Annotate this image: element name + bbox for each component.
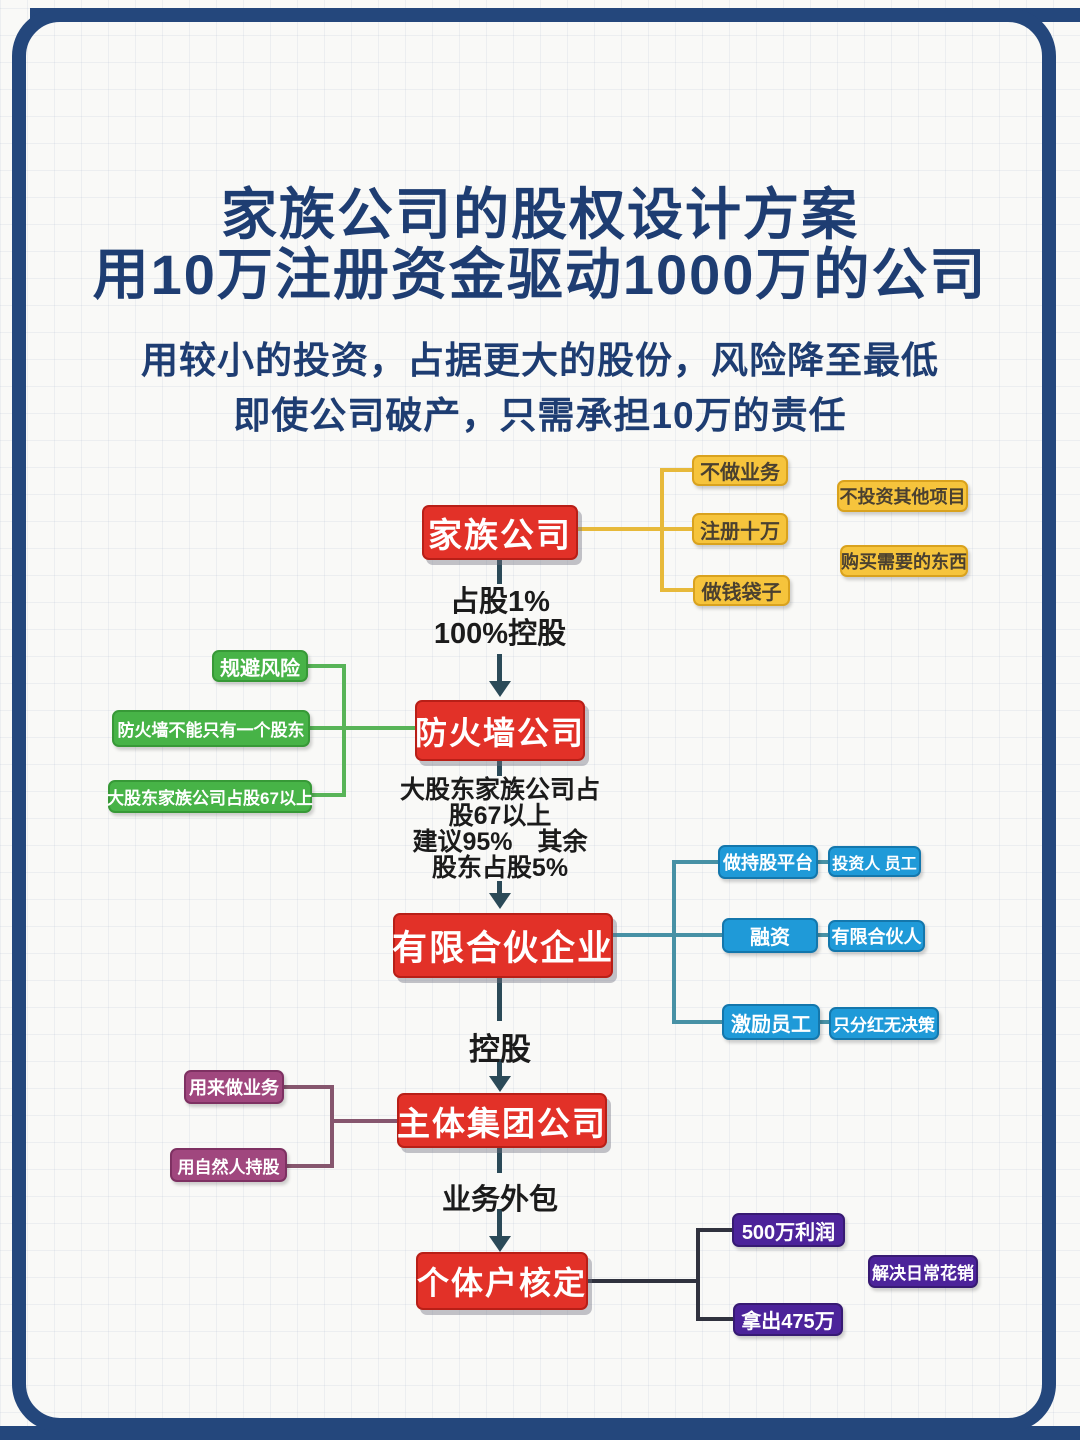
note-majority-67-percent: 大股东家族公司占股67以上 <box>107 780 313 813</box>
arrow-down-icon <box>489 1236 511 1252</box>
note-5m-profit: 500万利润 <box>732 1213 845 1247</box>
connector-line <box>334 1119 397 1123</box>
note-avoid-risk: 规避风险 <box>212 650 308 682</box>
flow-node-limited-partnership: 有限合伙企业 <box>392 913 613 978</box>
flow-node-main-group-company: 主体集团公司 <box>397 1093 607 1148</box>
note-motivate-employees: 激励员工 <box>722 1004 820 1040</box>
connector-line <box>611 933 722 937</box>
note-no-business: 不做业务 <box>692 455 788 486</box>
arrow-down-icon <box>489 681 511 697</box>
arrow-down-icon <box>489 1076 511 1092</box>
connector-line <box>285 1164 332 1168</box>
flow-node-firewall-company: 防火墙公司 <box>415 700 585 761</box>
connector-line <box>497 1148 502 1173</box>
subtitle-line2: 即使公司破产，只需承担10万的责任 <box>233 395 847 436</box>
connector-line <box>818 933 828 937</box>
flow-node-family-company: 家族公司 <box>422 505 578 560</box>
note-financing: 融资 <box>722 918 818 953</box>
page-title: 家族公司的股权设计方案 用10万注册资金驱动1000万的公司 <box>40 185 1040 305</box>
connector-line <box>672 860 676 1024</box>
edge2-line2: 股67以上 <box>448 802 552 830</box>
connector-line <box>660 468 664 592</box>
note-money-bag: 做钱袋子 <box>693 575 790 606</box>
flow-node-sole-proprietor: 个体户核定 <box>416 1252 588 1310</box>
connector-line <box>342 664 346 797</box>
connector-line <box>497 1059 502 1077</box>
connector-line <box>282 1085 334 1089</box>
page-subtitle: 用较小的投资，占据更大的股份，风险降至最低 即使公司破产，只需承担10万的责任 <box>40 333 1040 443</box>
arrow-down-icon <box>489 893 511 909</box>
edge2-line4: 股东占股5% <box>431 854 569 882</box>
note-investors-employees: 投资人 员工 <box>828 846 921 877</box>
note-dividends-no-decision: 只分红无决策 <box>829 1007 939 1040</box>
edge2-line3: 建议95% 其余 <box>412 828 588 856</box>
connector-line <box>700 1228 732 1232</box>
connector-line <box>312 793 346 797</box>
connector-line <box>578 527 692 531</box>
subtitle-line1: 用较小的投资，占据更大的股份，风险降至最低 <box>141 340 939 381</box>
title-line2: 用10万注册资金驱动1000万的公司 <box>92 243 988 306</box>
connector-line <box>676 1020 722 1024</box>
edge2-line1: 大股东家族公司占 <box>399 776 600 804</box>
title-line1: 家族公司的股权设计方案 <box>221 183 859 246</box>
connector-line <box>497 560 502 584</box>
connector-line <box>676 860 718 864</box>
border-frame <box>12 8 1056 1432</box>
connector-line <box>497 881 502 894</box>
note-limited-partner: 有限合伙人 <box>828 920 925 952</box>
note-shareholding-platform: 做持股平台 <box>718 845 818 879</box>
connector-line <box>820 1020 829 1024</box>
edge1-line2: 100%控股 <box>433 618 567 650</box>
note-firewall-multiple-shareholders: 防火墙不能只有一个股东 <box>112 710 310 747</box>
connector-line <box>588 1279 698 1283</box>
note-register-100k: 注册十万 <box>692 513 788 545</box>
edge1-line1: 占股1% <box>450 586 550 618</box>
edge-label-outsourcing: 业务外包 <box>441 1184 558 1216</box>
edge-label-shareholding: 占股1% 100%控股 <box>300 586 700 650</box>
connector-line <box>497 1209 502 1237</box>
note-take-out-4.75m: 拿出475万 <box>733 1303 843 1336</box>
connector-line <box>497 761 502 776</box>
connector-line <box>662 588 693 592</box>
edge-label-holding: 控股 <box>469 1032 531 1067</box>
note-used-for-business: 用来做业务 <box>184 1070 284 1104</box>
connector-line <box>497 978 502 1021</box>
connector-line <box>696 1228 700 1321</box>
edge-label-majority-shareholder: 大股东家族公司占 股67以上 建议95% 其余 股东占股5% <box>300 777 700 881</box>
connector-line <box>308 664 346 668</box>
note-no-other-investments: 不投资其他项目 <box>837 480 968 512</box>
connector-line <box>330 1085 334 1168</box>
connector-line <box>818 860 828 864</box>
note-buy-needed-things: 购买需要的东西 <box>840 545 968 577</box>
note-daily-expenses: 解决日常花销 <box>868 1255 978 1288</box>
connector-line <box>310 726 415 730</box>
note-natural-person-shareholding: 用自然人持股 <box>170 1148 287 1182</box>
connector-line <box>662 468 692 472</box>
connector-line <box>700 1317 733 1321</box>
connector-line <box>497 654 502 682</box>
